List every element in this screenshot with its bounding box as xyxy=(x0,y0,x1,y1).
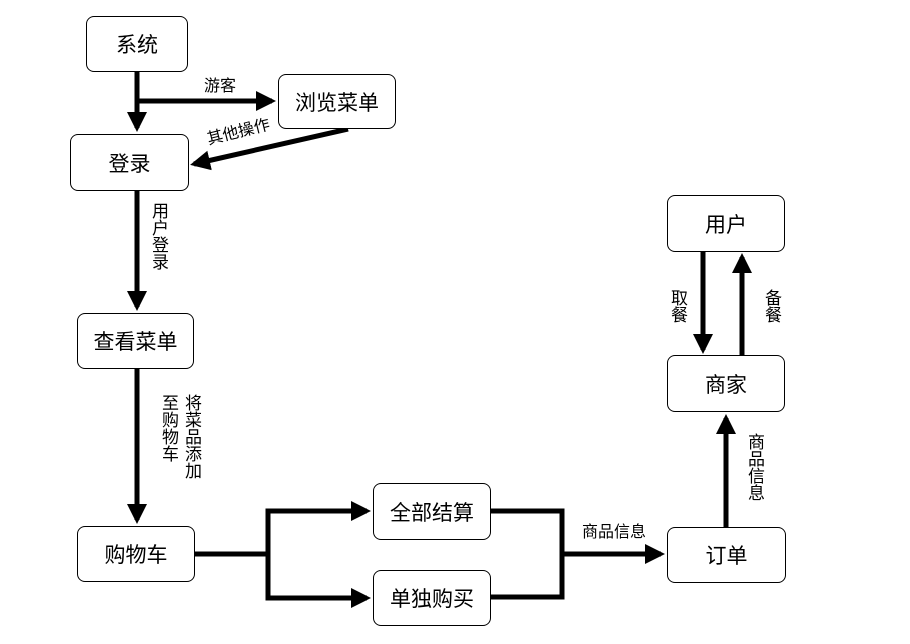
node-buy-single: 单独购买 xyxy=(373,570,491,626)
node-view-menu: 查看菜单 xyxy=(77,313,194,369)
node-order: 订单 xyxy=(667,527,786,583)
node-checkout-all: 全部结算 xyxy=(373,483,491,540)
node-user: 用户 xyxy=(667,195,785,252)
edge-label-user-login: 用户登录 xyxy=(148,202,168,270)
edge-label-product-info-v: 商品信息 xyxy=(744,433,764,501)
edge-label-add-to-cart-col2: 至购物车 xyxy=(158,394,178,462)
node-system: 系统 xyxy=(86,16,188,72)
arrow-split-to-buy-single xyxy=(265,554,371,608)
node-cart: 购物车 xyxy=(77,526,195,582)
node-login: 登录 xyxy=(70,134,189,191)
arrow-browse-to-login xyxy=(190,126,349,171)
node-merchant: 商家 xyxy=(667,355,785,412)
edge-label-add-to-cart-col1: 将菜品添加 xyxy=(181,394,201,479)
edge-label-product-info-h: 商品信息 xyxy=(582,522,647,541)
edge-label-prepare: 备餐 xyxy=(761,289,781,323)
edge-label-guest: 游客 xyxy=(204,76,237,95)
edge-label-pickup: 取餐 xyxy=(667,289,687,323)
arrow-split-to-checkout-all xyxy=(265,501,371,599)
node-browse-menu: 浏览菜单 xyxy=(278,74,396,129)
line-merge-outputs xyxy=(491,508,565,600)
